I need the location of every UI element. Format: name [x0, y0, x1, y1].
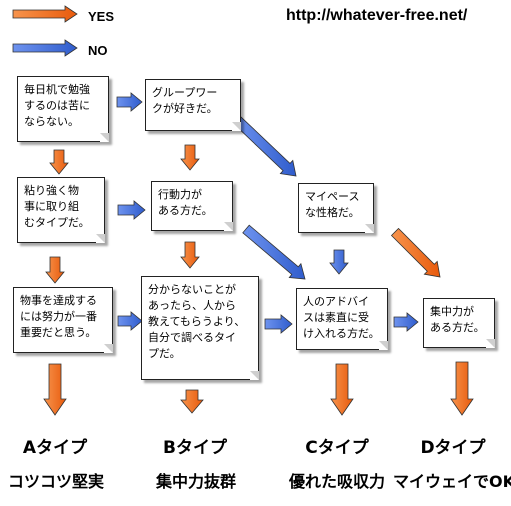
- no-arrow-self-research-to-advice: [264, 314, 293, 334]
- question-box-active: 行動力が ある方だ。: [151, 181, 233, 231]
- question-text-my-pace: マイペース な性格だ。: [305, 190, 360, 219]
- question-text-group-work: グループワー クが好きだ。: [152, 86, 218, 115]
- type-b-name: Bタイプ: [163, 438, 227, 458]
- question-text-concentration: 集中力が ある方だ。: [430, 305, 485, 334]
- type-c-desc: 優れた吸収力: [288, 472, 385, 491]
- type-b-desc: 集中力抜群: [155, 472, 236, 491]
- question-text-persistent: 粘り強く物 事に取り組 むタイプだ。: [24, 184, 90, 229]
- no-arrow-active-to-advice: [242, 224, 306, 280]
- legend-yes-arrow: [12, 5, 78, 23]
- no-arrow-effort-to-self-research: [117, 311, 143, 331]
- no-arrow-my-pace-to-advice: [329, 249, 349, 275]
- question-text-self-research: 分からないことが あったら、人から 教えてもらうより、 自分で調べるタイ プだ。: [148, 283, 246, 360]
- question-text-advice: 人のアドバイ スは素直に受 け入れる方だ。: [303, 295, 380, 340]
- legend-no-label: NO: [88, 43, 108, 58]
- yes-arrow-persistent-to-effort: [45, 256, 65, 284]
- question-text-active: 行動力が ある方だ。: [158, 188, 213, 217]
- question-box-advice: 人のアドバイ スは素直に受 け入れる方だ。: [296, 288, 388, 350]
- question-box-effort: 物事を達成する には努力が一番 重要だと思う。: [13, 287, 113, 353]
- yes-arrow-study-to-persistent: [49, 149, 69, 175]
- legend-no-arrow: [12, 39, 78, 57]
- no-arrow-study-to-group: [116, 92, 143, 112]
- type-c-name: Cタイプ: [305, 438, 369, 458]
- question-text-study: 毎日机で勉強 するのは苦に ならない。: [24, 83, 90, 128]
- yes-arrow-group-to-active: [180, 144, 200, 171]
- legend-yes-label: YES: [88, 9, 115, 24]
- type-d-name: Dタイプ: [420, 438, 486, 458]
- yes-arrow-concentration-to-type-d: [450, 361, 474, 416]
- no-arrow-advice-to-concentration: [393, 312, 419, 332]
- question-text-effort: 物事を達成する には努力が一番 重要だと思う。: [20, 294, 97, 339]
- question-box-my-pace: マイペース な性格だ。: [298, 183, 374, 233]
- type-a-name: Aタイプ: [22, 438, 88, 458]
- yes-arrow-effort-to-type-a: [43, 363, 67, 416]
- type-d-desc: マイウェイでOK: [393, 472, 511, 491]
- type-a-desc: コツコツ堅実: [7, 472, 104, 491]
- site-url: http://whatever-free.net/: [286, 7, 468, 24]
- question-box-concentration: 集中力が ある方だ。: [423, 298, 495, 348]
- yes-arrow-my-pace-to-concentration: [390, 227, 441, 278]
- yes-arrow-self-research-to-type-b: [180, 389, 204, 414]
- no-arrow-group-to-my-pace: [233, 115, 297, 177]
- question-box-persistent: 粘り強く物 事に取り組 むタイプだ。: [17, 177, 105, 243]
- yes-arrow-advice-to-type-c: [330, 363, 354, 416]
- question-box-study: 毎日机で勉強 するのは苦に ならない。: [17, 76, 109, 142]
- no-arrow-persistent-to-active: [117, 200, 146, 220]
- question-box-self-research: 分からないことが あったら、人から 教えてもらうより、 自分で調べるタイ プだ。: [141, 276, 259, 380]
- yes-arrow-active-to-self-research: [180, 241, 200, 269]
- question-box-group-work: グループワー クが好きだ。: [145, 79, 241, 131]
